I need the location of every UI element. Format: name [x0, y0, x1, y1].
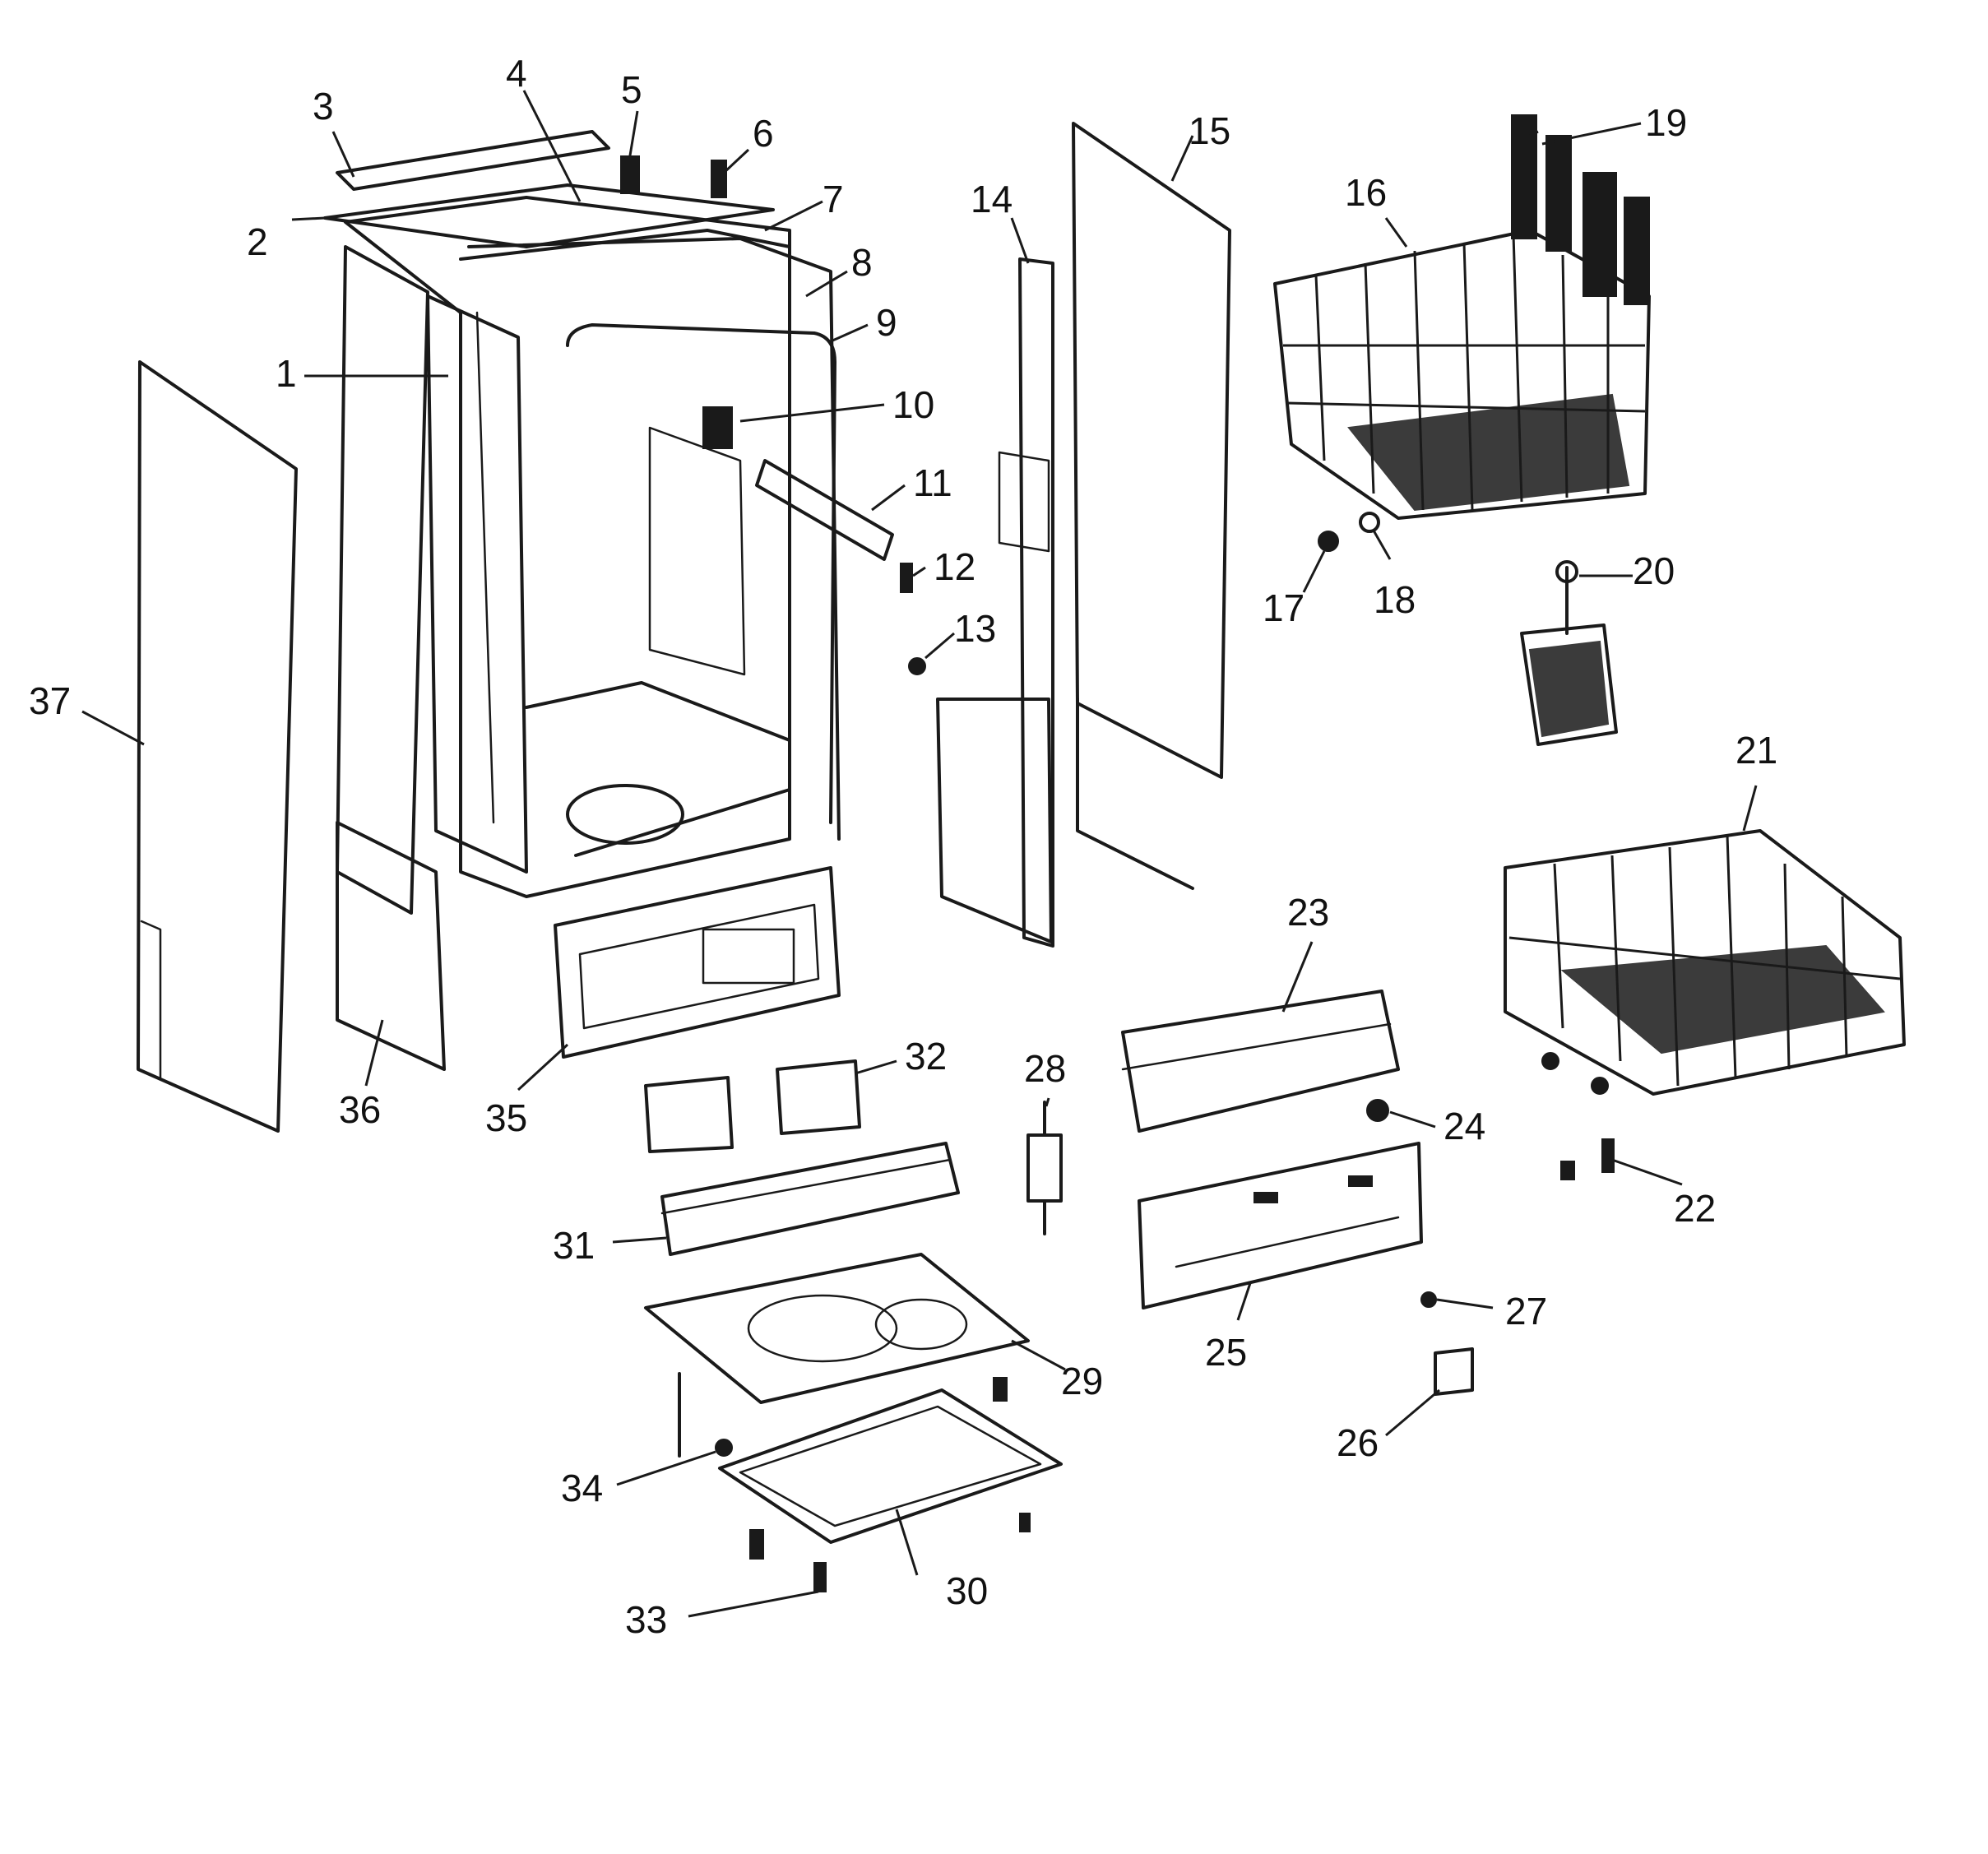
part-18-wheel — [1359, 512, 1380, 533]
part-5-hinge — [620, 155, 640, 194]
part-24-knob — [1366, 1099, 1389, 1122]
callout-9: 9 — [876, 301, 897, 344]
part-33-foot — [749, 1529, 764, 1560]
part-9-tub-gasket — [566, 323, 836, 824]
callout-labels: 1 2 3 4 5 6 7 8 9 10 11 12 13 14 15 16 1… — [29, 52, 1777, 1641]
part-36-inner-panel — [336, 245, 446, 1071]
part-12-clip — [900, 563, 913, 593]
callout-16: 16 — [1345, 171, 1387, 214]
part-11-spray-arm — [755, 459, 894, 561]
part-21-lower-rack — [1504, 829, 1906, 1096]
part-23-control-top — [1121, 990, 1400, 1133]
callout-21: 21 — [1735, 729, 1777, 772]
callout-34: 34 — [561, 1467, 603, 1509]
callout-35: 35 — [485, 1096, 527, 1139]
part-2-outer-cabinet — [344, 196, 791, 898]
callout-24: 24 — [1444, 1105, 1485, 1147]
callout-29: 29 — [1061, 1360, 1103, 1402]
part-10-bracket — [702, 406, 733, 449]
callout-15: 15 — [1189, 109, 1230, 152]
callout-27: 27 — [1505, 1290, 1547, 1333]
part-14-door-inner — [936, 257, 1054, 948]
callout-13: 13 — [954, 607, 996, 650]
part-4-top-plate — [323, 183, 775, 248]
callout-4: 4 — [506, 52, 527, 95]
callout-8: 8 — [851, 241, 873, 284]
callout-17: 17 — [1263, 586, 1304, 629]
leader-lines — [81, 90, 1758, 1618]
part-26-module — [1434, 1347, 1474, 1396]
part-20-cutlery-basket — [1520, 560, 1618, 746]
part-32-filter-plates — [644, 1059, 861, 1153]
callout-36: 36 — [339, 1088, 381, 1131]
part-29-sump-frame — [644, 1253, 1030, 1404]
callout-31: 31 — [553, 1224, 595, 1267]
callout-12: 12 — [934, 545, 975, 588]
part-7-rail — [459, 229, 791, 273]
callout-11: 11 — [913, 461, 952, 504]
callout-14: 14 — [971, 178, 1013, 220]
callout-30: 30 — [946, 1569, 988, 1612]
part-1-side-wall — [426, 294, 528, 874]
part-17-wheel — [1318, 531, 1339, 552]
callout-5: 5 — [621, 68, 642, 111]
callout-32: 32 — [905, 1035, 947, 1078]
callout-26: 26 — [1337, 1421, 1379, 1464]
part-34-cap — [715, 1439, 733, 1457]
part-35-kick-panel — [554, 866, 841, 1059]
part-22-clips — [1560, 1138, 1615, 1180]
part-13-fastener — [908, 657, 926, 675]
part-16-upper-rack — [1273, 229, 1651, 520]
part-19-rack-inserts — [1511, 114, 1650, 305]
callout-6: 6 — [753, 112, 774, 155]
callout-18: 18 — [1374, 578, 1416, 621]
part-3-top-rail — [336, 130, 610, 191]
part-31-base-rail — [660, 1142, 960, 1256]
callout-3: 3 — [313, 85, 334, 127]
callout-2: 2 — [247, 220, 268, 263]
part-30-base-tray — [718, 1388, 1063, 1544]
part-25-control-front — [1138, 1142, 1423, 1309]
part-28-valve — [1026, 1101, 1063, 1235]
callout-33: 33 — [625, 1598, 667, 1641]
callout-28: 28 — [1024, 1047, 1066, 1090]
part-33-foot-b — [813, 1562, 827, 1592]
callout-25: 25 — [1205, 1331, 1247, 1374]
part-27-screw — [1420, 1291, 1437, 1308]
callout-19: 19 — [1645, 101, 1687, 144]
callout-37: 37 — [29, 679, 71, 722]
part-37-side-panel — [137, 360, 298, 1133]
parts-17-18-wheels — [1318, 512, 1380, 552]
callout-10: 10 — [892, 383, 934, 426]
callout-22: 22 — [1674, 1187, 1716, 1230]
part-6-clip — [711, 160, 727, 198]
parts-33-34-feet — [678, 1372, 827, 1592]
callout-23: 23 — [1287, 891, 1329, 934]
callout-7: 7 — [823, 178, 844, 220]
callout-20: 20 — [1633, 549, 1675, 592]
part-15-door-outer — [1072, 122, 1231, 890]
callout-1: 1 — [276, 352, 297, 395]
top-assembly — [323, 130, 791, 273]
small-components — [702, 406, 926, 675]
